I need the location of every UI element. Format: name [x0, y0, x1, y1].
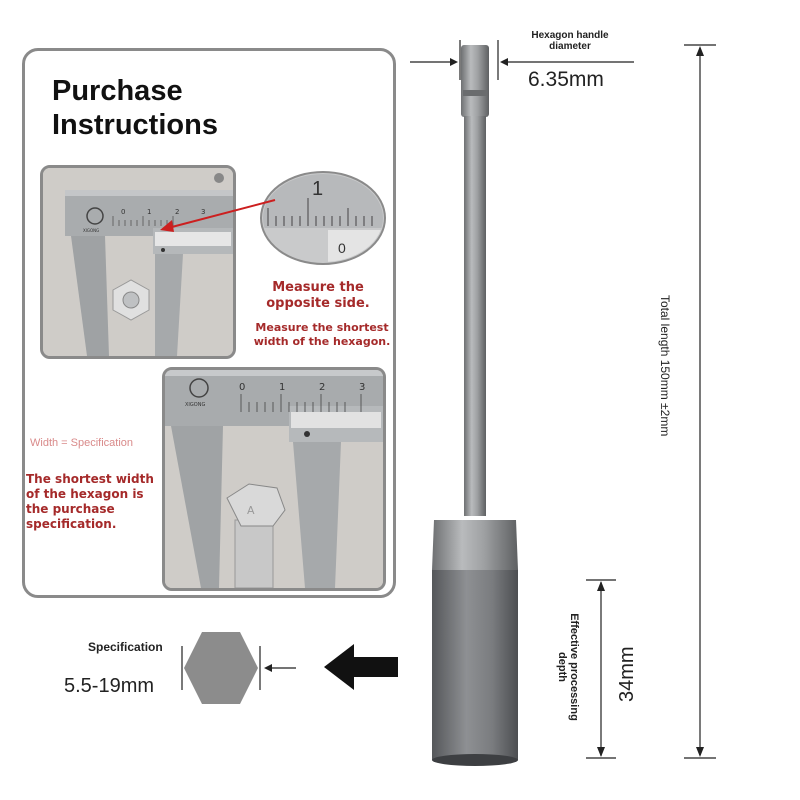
brand-logo — [86, 207, 104, 225]
shortest-width-note: The shortest width of the hexagon is the… — [26, 472, 154, 531]
total-length-label: Total length 150mm ±2mm — [658, 295, 672, 437]
arrow-left-icon — [324, 644, 398, 690]
effective-depth-dimension — [586, 579, 616, 759]
title-line-2: Instructions — [52, 109, 218, 141]
hex-handle-label: Hexagon handle diameter — [531, 30, 609, 52]
spec-label: Specification — [88, 640, 163, 654]
total-length-dimension — [684, 44, 716, 759]
socket-body — [432, 570, 518, 760]
svg-text:1: 1 — [279, 382, 285, 393]
hex-handle-dimension — [410, 40, 634, 80]
spec-hexagon-diagram — [181, 632, 296, 704]
svg-text:XIGONG: XIGONG — [83, 228, 99, 233]
bit-shaft — [464, 116, 486, 516]
measure-opposite-text: Measure the opposite side. — [266, 280, 370, 311]
socket-bit-image — [432, 45, 518, 766]
caliper-photo-2: A XIGONG 0 1 2 3 — [162, 367, 386, 591]
red-pointer-arrow — [160, 199, 276, 232]
svg-text:A: A — [247, 504, 255, 517]
scale-label-1: 1 — [147, 208, 151, 216]
socket-collar — [432, 520, 518, 570]
magnifier-scale-top: 1 — [312, 178, 324, 200]
svg-text:3: 3 — [359, 382, 365, 393]
effective-depth-value: 34mm — [616, 646, 638, 702]
hexagon-shape — [184, 632, 258, 704]
svg-text:0: 0 — [239, 382, 245, 393]
scale-label-0: 0 — [121, 208, 125, 216]
width-equals-spec-text: Width = Specification — [30, 437, 134, 449]
svg-text:2: 2 — [319, 382, 325, 393]
svg-text:XIGONG: XIGONG — [185, 402, 205, 408]
brand-logo-2 — [189, 378, 209, 398]
page-title: Purchase Instructions — [52, 74, 218, 142]
effective-depth-label: Effective processing depth — [556, 613, 580, 721]
scale-label-2: 2 — [175, 208, 179, 216]
hex-handle-value: 6.35mm — [528, 68, 604, 91]
spec-value: 5.5-19mm — [64, 675, 155, 697]
caliper-photo-1: 0 1 2 3 XIGONG — [40, 165, 236, 359]
magnifier-bubble — [260, 171, 386, 265]
measure-shortest-text: Measure the shortest width of the hexago… — [253, 321, 391, 348]
scale-label-3: 3 — [201, 208, 205, 216]
title-line-1: Purchase — [52, 75, 183, 107]
caliper-illustration-1: 0 1 2 3 XIGONG — [43, 168, 233, 356]
caliper-illustration-2: A XIGONG 0 1 2 3 — [165, 370, 383, 588]
hex-shank — [461, 45, 489, 117]
magnifier-scale-bottom: 0 — [338, 240, 346, 256]
